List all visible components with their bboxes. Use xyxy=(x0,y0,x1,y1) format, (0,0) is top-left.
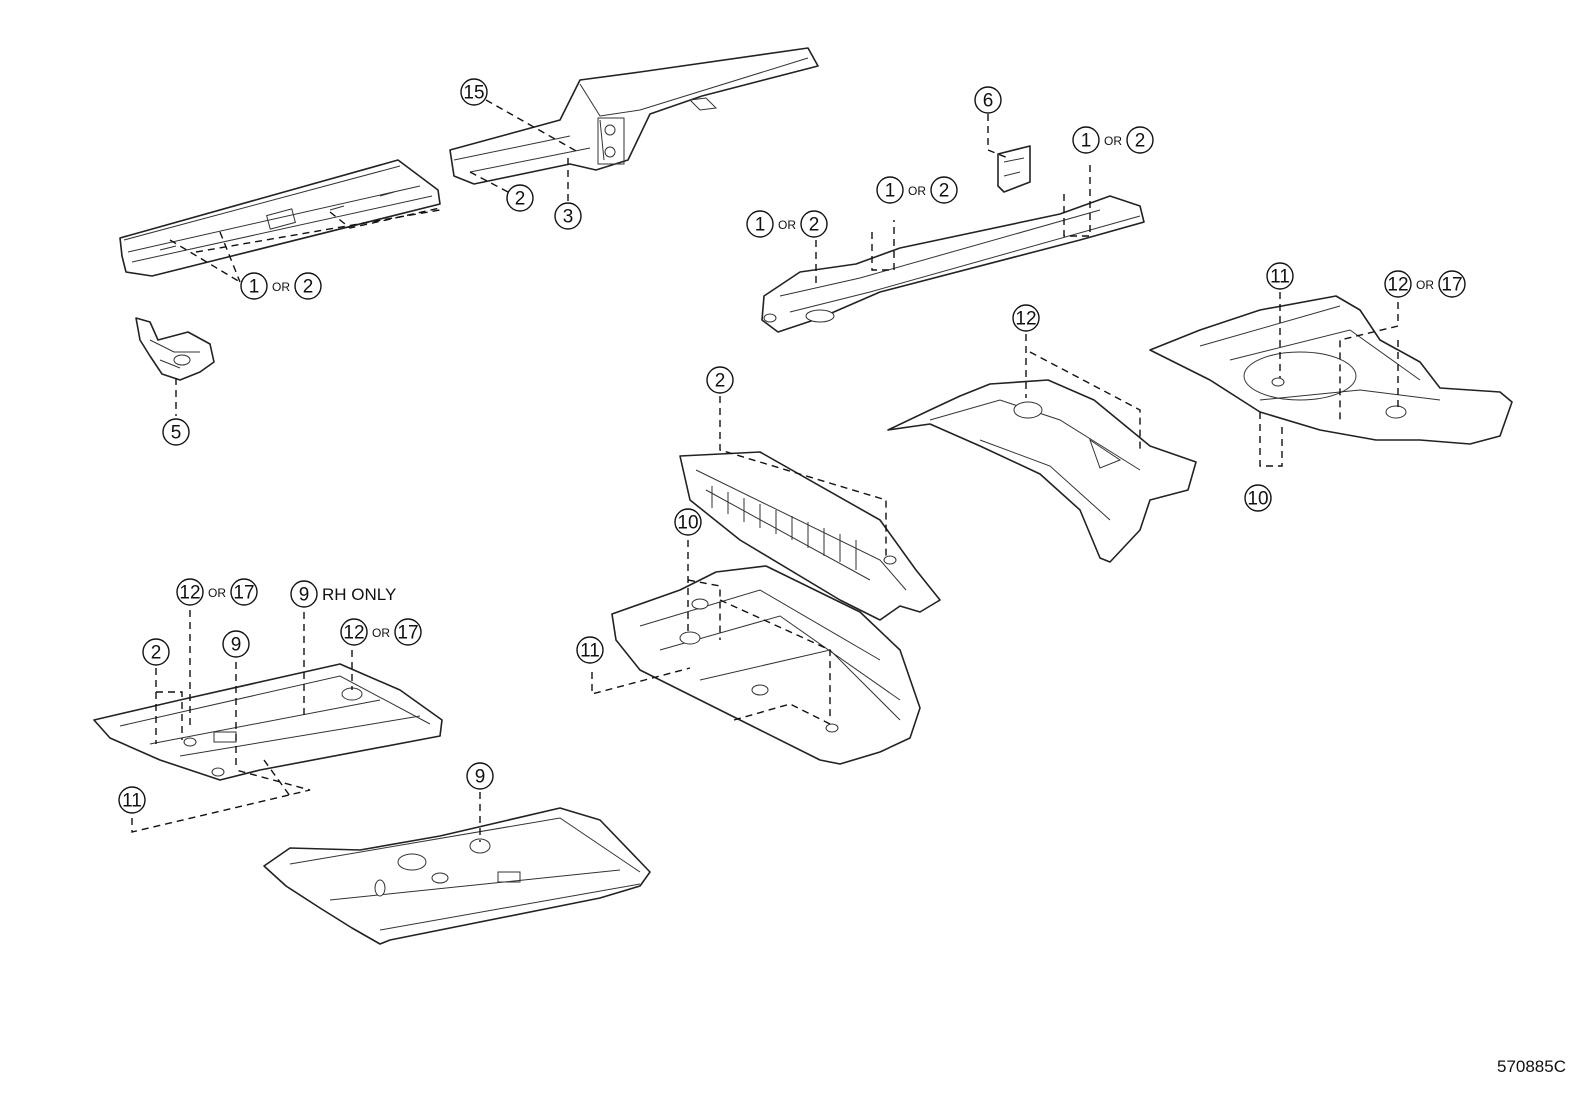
svg-text:RH ONLY: RH ONLY xyxy=(322,585,396,604)
svg-text:15: 15 xyxy=(463,83,484,104)
svg-text:1: 1 xyxy=(249,277,260,298)
svg-text:OR: OR xyxy=(372,626,390,640)
svg-text:9: 9 xyxy=(475,767,486,788)
svg-text:1: 1 xyxy=(755,215,766,236)
bracket-part-5 xyxy=(135,317,215,381)
rear-side-rail xyxy=(761,195,1145,333)
left-side-rail xyxy=(119,159,441,277)
svg-text:OR: OR xyxy=(208,586,226,600)
callout-1-or-2-rear-rail-b: 1 OR 2 xyxy=(876,176,958,204)
svg-text:10: 10 xyxy=(1247,489,1268,510)
svg-text:2: 2 xyxy=(151,643,162,664)
svg-text:OR: OR xyxy=(272,280,290,294)
svg-text:10: 10 xyxy=(677,513,698,534)
callout-9-rh-only: 9 RH ONLY xyxy=(290,580,396,608)
callout-12-or-17-front-left-b: 12 OR 17 xyxy=(340,618,422,646)
callout-2-rear-panel: 2 xyxy=(706,366,734,394)
callout-12-cross-panel: 12 xyxy=(1012,304,1040,332)
svg-text:9: 9 xyxy=(231,635,242,656)
svg-text:11: 11 xyxy=(580,641,600,662)
svg-text:2: 2 xyxy=(303,277,314,298)
svg-text:12: 12 xyxy=(1015,309,1036,330)
svg-text:17: 17 xyxy=(397,623,418,644)
rear-floor-cross-panel xyxy=(887,379,1197,563)
diagram-reference-code: 570885C xyxy=(1496,1057,1566,1076)
rear-panel-part-2 xyxy=(679,451,941,621)
front-rail-assembly xyxy=(449,47,819,185)
callout-1-or-2-rear-rail-c: 1 OR 2 xyxy=(746,210,828,238)
svg-text:1: 1 xyxy=(1081,131,1092,152)
svg-text:12: 12 xyxy=(1387,275,1408,296)
callout-10-rear-pan: 10 xyxy=(1244,484,1272,512)
svg-text:11: 11 xyxy=(1270,267,1290,288)
callout-5: 5 xyxy=(162,418,190,446)
front-floor-pan-left xyxy=(93,663,443,781)
svg-text:12: 12 xyxy=(343,623,364,644)
svg-text:OR: OR xyxy=(908,184,926,198)
callout-11-center-floor: 11 xyxy=(576,636,604,664)
svg-text:11: 11 xyxy=(122,791,142,812)
callout-9-front-left: 9 xyxy=(222,630,250,658)
callout-10-center-floor: 10 xyxy=(674,508,702,536)
svg-text:OR: OR xyxy=(1104,134,1122,148)
svg-text:3: 3 xyxy=(563,207,574,228)
svg-text:2: 2 xyxy=(1135,131,1146,152)
svg-text:5: 5 xyxy=(171,423,182,444)
callout-9-front-center: 9 xyxy=(466,762,494,790)
svg-text:17: 17 xyxy=(1441,275,1462,296)
front-floor-pan-center xyxy=(263,807,651,945)
callout-15: 15 xyxy=(460,78,488,106)
callout-1-or-2-rear-rail-a: 1 OR 2 xyxy=(1072,126,1154,154)
svg-text:9: 9 xyxy=(299,585,310,606)
rear-floor-pan xyxy=(1149,295,1513,445)
center-floor-pan xyxy=(611,565,921,765)
svg-text:12: 12 xyxy=(179,583,200,604)
svg-text:2: 2 xyxy=(809,215,820,236)
callout-12-or-17-rear-pan: 12 OR 17 xyxy=(1384,270,1466,298)
svg-text:OR: OR xyxy=(1416,278,1434,292)
svg-text:OR: OR xyxy=(778,218,796,232)
svg-text:1: 1 xyxy=(885,181,896,202)
callout-12-or-17-front-left-a: 12 OR 17 xyxy=(176,578,258,606)
callout-2-front-left: 2 xyxy=(142,638,170,666)
callout-6: 6 xyxy=(974,86,1002,114)
callout-2-front-rail: 2 xyxy=(506,184,534,212)
svg-text:17: 17 xyxy=(233,583,254,604)
svg-text:2: 2 xyxy=(515,189,526,210)
svg-text:2: 2 xyxy=(715,371,726,392)
callout-3: 3 xyxy=(554,202,582,230)
callout-1-or-2-left-rail: 1 OR 2 xyxy=(240,272,322,300)
svg-text:2: 2 xyxy=(939,181,950,202)
svg-text:6: 6 xyxy=(983,91,994,112)
callout-11-rear-pan: 11 xyxy=(1266,262,1294,290)
bracket-part-6 xyxy=(997,145,1031,193)
callout-11-front-left: 11 xyxy=(118,786,146,814)
